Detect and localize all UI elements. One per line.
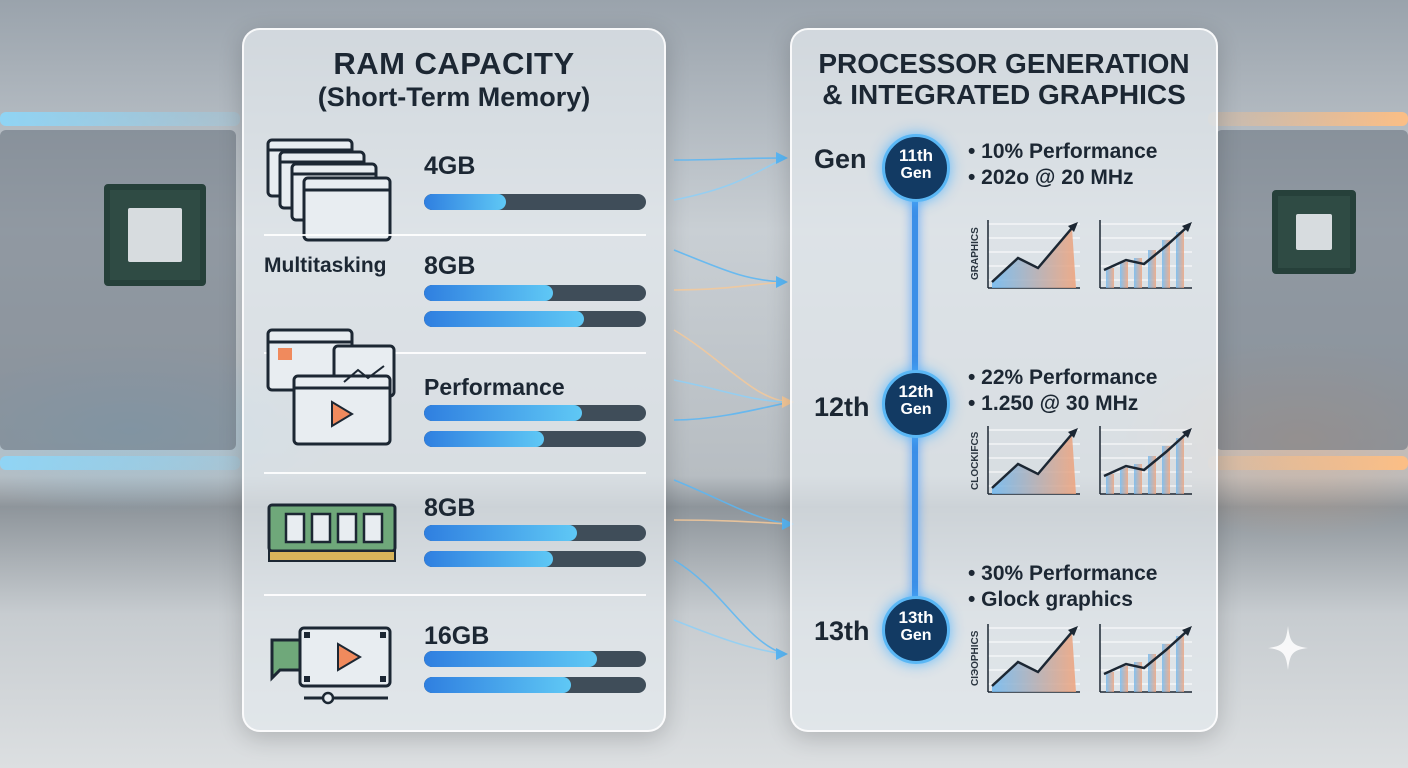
ram-row-4-bar-2 (424, 551, 646, 567)
media-windows-icon (266, 328, 396, 446)
ram-row-2-bar-2 (424, 311, 646, 327)
bar-fill (424, 194, 507, 210)
sparkle-icon (1268, 626, 1308, 670)
bar-fill (424, 677, 571, 693)
bar-fill (424, 285, 553, 301)
gen-11-number: 11th (898, 146, 934, 165)
shelf-light-right (1208, 112, 1408, 126)
row-divider (264, 472, 646, 474)
circuit-board-left (0, 130, 236, 450)
gen-13-bar-chart (1099, 624, 1192, 693)
bar-fill (424, 551, 553, 567)
row-divider (264, 234, 646, 236)
ram-subtitle: (Short-Term Memory) (317, 82, 591, 112)
shelf-light-right-lower (1208, 456, 1408, 470)
stacked-windows-icon (266, 138, 392, 242)
ram-title: RAM CAPACITY (333, 46, 575, 81)
gen-12-stat-1: • 22% Performance (968, 366, 1158, 389)
gen-11-stat-2: • 202o @ 20 MHz (968, 166, 1134, 189)
bar-fill (424, 525, 578, 541)
gen-11-badge: 11th Gen (882, 134, 950, 202)
row-divider (264, 594, 646, 596)
bar-fill (424, 405, 582, 421)
ram-row-3-bar-2 (424, 431, 646, 447)
ram-row-5-bar-1 (424, 651, 646, 667)
ram-row-3-bar-1 (424, 405, 646, 421)
ram-row-2-label: 8GB (424, 252, 476, 280)
ram-panel: RAM CAPACITY (Short-Term Memory) 4GB Mul… (242, 28, 666, 732)
cpu-chip-left (104, 184, 206, 286)
cpu-chip-right (1272, 190, 1356, 274)
gen-12-number: 12th (898, 382, 934, 401)
circuit-board-right (1216, 130, 1408, 450)
gen-12-chart-label: CLOCKIFCS (970, 431, 981, 490)
multitasking-label: Multitasking (264, 254, 387, 277)
shelf-light-left-lower (0, 456, 240, 470)
ram-row-5-bar-2 (424, 677, 646, 693)
ram-row-5-label: 16GB (424, 622, 490, 650)
bar-fill (424, 651, 598, 667)
ram-row-1-label: 4GB (424, 152, 476, 180)
memory-module-icon (267, 503, 397, 562)
shelf-light-left (0, 112, 240, 126)
gen-12-bar-chart (1099, 426, 1192, 495)
gen-11-chart-label: GRAPHICS (970, 227, 981, 280)
gen-13-word: Gen (900, 627, 932, 644)
row-divider (264, 352, 646, 354)
ram-row-2-bar-1 (424, 285, 646, 301)
processor-title-line-1: PROCESSOR GENERATION (818, 48, 1190, 79)
bar-fill (424, 311, 584, 327)
gen-11-side-label: Gen (814, 144, 867, 174)
processor-title: PROCESSOR GENERATION & INTEGRATED GRAPHI… (792, 48, 1216, 110)
gen-11-line-chart (987, 220, 1080, 289)
gen-13-chart-label: CIЭOPHICS (970, 630, 981, 686)
gen-11-stat-1: • 10% Performance (968, 140, 1158, 163)
gen-12-side-label: 12th (814, 392, 870, 422)
ram-row-4-label: 8GB (424, 494, 476, 522)
gen-12-word: Gen (900, 401, 932, 418)
ram-row-1-bar-1 (424, 194, 646, 210)
gen-11-word: Gen (900, 165, 932, 182)
gen-13-badge: 13th Gen (882, 596, 950, 664)
processor-title-line-2: & INTEGRATED GRAPHICS (822, 79, 1186, 110)
gen-11-bar-chart (1099, 220, 1192, 289)
ram-row-4-bar-1 (424, 525, 646, 541)
data-flow-lines (673, 152, 794, 660)
gen-13-stat-1: • 30% Performance (968, 562, 1158, 585)
video-chat-icon (270, 626, 392, 705)
gen-13-side-label: 13th (814, 616, 870, 646)
gen-12-stat-2: • 1.250 @ 30 MHz (968, 392, 1139, 415)
gen-13-line-chart (987, 624, 1080, 693)
bar-fill (424, 431, 544, 447)
ram-row-3-label: Performance (424, 374, 565, 400)
gen-13-number: 13th (898, 608, 934, 627)
gen-12-badge: 12th Gen (882, 370, 950, 438)
processor-panel: PROCESSOR GENERATION & INTEGRATED GRAPHI… (790, 28, 1218, 732)
gen-13-stat-2: • Glock graphics (968, 588, 1133, 611)
gen-12-line-chart (987, 426, 1080, 495)
